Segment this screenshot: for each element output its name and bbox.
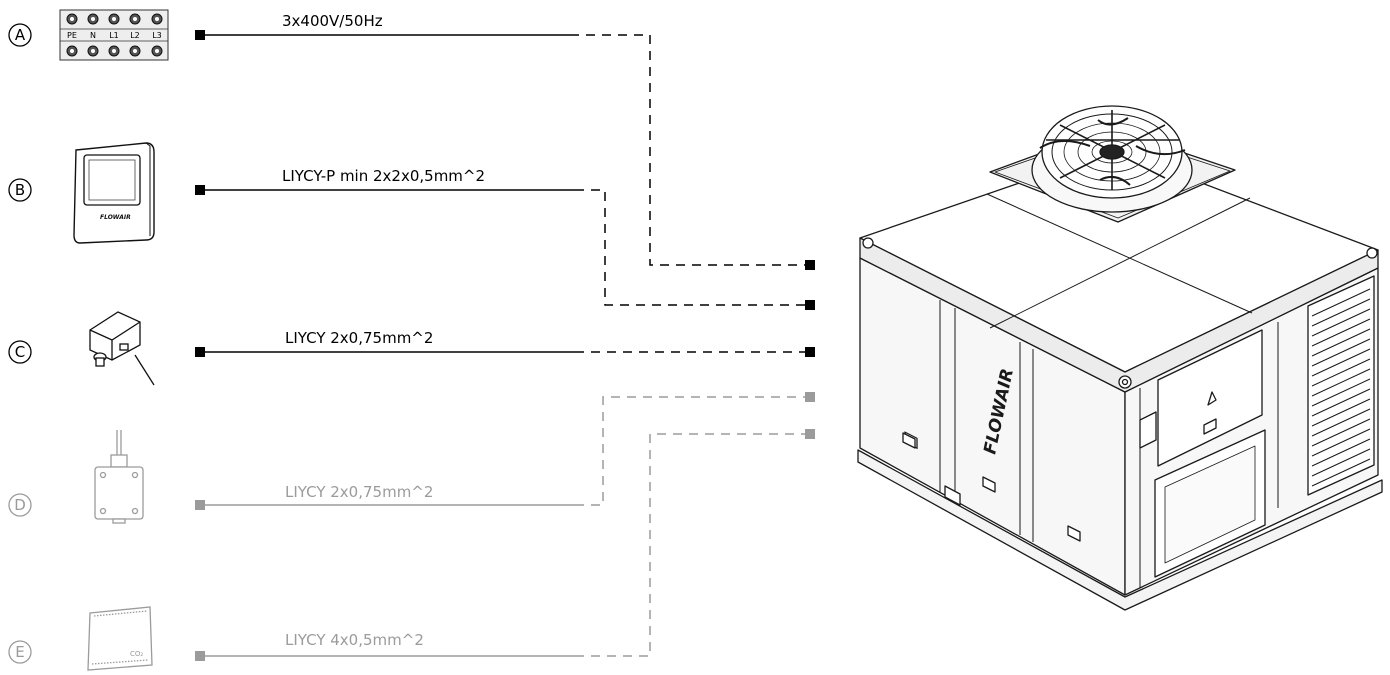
row-c: C LIYCY 2x0,75mm^2 <box>8 311 815 386</box>
cable-start-marker-d <box>195 500 205 510</box>
letter-a: A <box>15 26 26 44</box>
terminal-label-l3: L3 <box>152 31 162 40</box>
row-d: D LIYCY 2x0,75mm^2 <box>8 392 815 524</box>
outdoor-sensor-icon <box>94 430 144 524</box>
terminal-label-l1: L1 <box>109 31 119 40</box>
cable-end-marker-a <box>805 260 815 270</box>
letter-circle-a <box>8 23 32 47</box>
letter-e: E <box>15 643 24 661</box>
co2-sensor-icon: CO₂ <box>87 606 153 671</box>
duct-temperature-sensor-icon <box>89 311 155 386</box>
terminal-label-n: N <box>90 31 96 40</box>
row-a: A PE N L1 L2 L3 3x400V/50Hz <box>8 9 815 270</box>
letter-circle-c <box>8 340 32 364</box>
row-b: B FLOWAIR LIYCY-P min 2x2x0,5mm^2 <box>8 142 815 310</box>
terminal-label-l2: L2 <box>130 31 140 40</box>
wall-controller-icon: FLOWAIR <box>73 142 155 244</box>
rooftop-air-handling-unit-icon: FLOWAIR <box>857 105 1383 611</box>
cable-end-marker-d <box>805 392 815 402</box>
cable-label-e: LIYCY 4x0,5mm^2 <box>285 631 424 649</box>
cable-dash-e <box>575 433 810 657</box>
cable-dash-a <box>570 34 810 266</box>
cable-label-b: LIYCY-P min 2x2x0,5mm^2 <box>282 167 485 185</box>
cable-start-marker-a <box>195 30 205 40</box>
cable-dash-b <box>575 189 810 306</box>
cable-start-marker-b <box>195 185 205 195</box>
terminal-block-icon: PE N L1 L2 L3 <box>59 9 169 61</box>
cable-label-c: LIYCY 2x0,75mm^2 <box>285 329 433 347</box>
cable-start-marker-c <box>195 347 205 357</box>
row-e: E CO₂ LIYCY 4x0,5mm^2 <box>8 429 815 671</box>
letter-circle-b <box>8 178 32 202</box>
letter-circle-e <box>8 640 32 664</box>
controller-brand: FLOWAIR <box>100 214 131 221</box>
cable-label-d: LIYCY 2x0,75mm^2 <box>285 483 433 501</box>
cable-start-marker-e <box>195 651 205 661</box>
terminal-label-pe: PE <box>67 31 77 40</box>
letter-b: B <box>15 181 25 199</box>
cable-end-marker-b <box>805 300 815 310</box>
letter-circle-d <box>8 493 32 517</box>
cable-label-a: 3x400V/50Hz <box>282 12 383 30</box>
letter-c: C <box>15 343 25 361</box>
cable-end-marker-e <box>805 429 815 439</box>
cable-dash-d <box>575 396 810 506</box>
letter-d: D <box>14 496 26 514</box>
cable-end-marker-c <box>805 347 815 357</box>
co2-label: CO₂ <box>130 650 143 658</box>
